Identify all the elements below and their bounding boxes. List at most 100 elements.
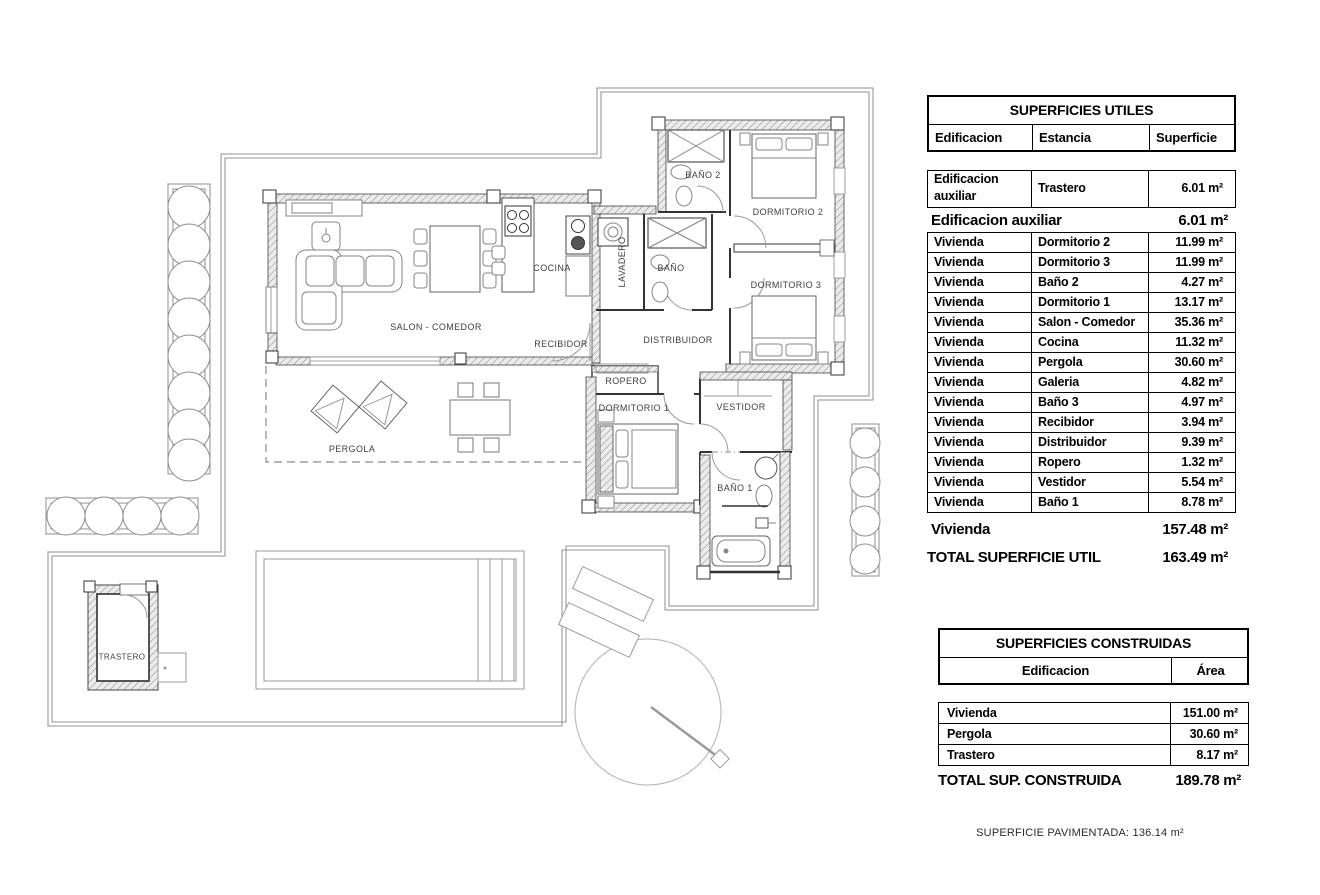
cell-estancia: Dormitorio 1 (1031, 293, 1148, 312)
cell-estancia: Vestidor (1031, 473, 1148, 492)
cell-edificacion: Vivienda (934, 275, 984, 289)
trastero-building (83, 580, 187, 691)
cell-edificacion: Vivienda (934, 315, 984, 329)
cell-edificacion: Vivienda (934, 415, 984, 429)
room-label-dormitorio-3: DORMITORIO 3 (750, 280, 822, 290)
cell-edificacion: Vivienda (934, 335, 984, 349)
table-row: Edificacion auxiliar Trastero 6.01 m² (927, 170, 1236, 208)
cell-estancia: Recibidor (1031, 413, 1148, 432)
cell-estancia: Trastero (1031, 171, 1148, 207)
cell-edificacion: Pergola (947, 727, 992, 741)
pergola-area (265, 366, 592, 463)
cell-estancia: Ropero (1031, 453, 1148, 472)
room-label-recibidor: RECIBIDOR (534, 339, 588, 349)
cell-edificacion: Vivienda (934, 375, 984, 389)
cell-estancia: Distribuidor (1031, 433, 1148, 452)
cell-superficie: 8.78 m² (1148, 493, 1235, 512)
door-arcs (551, 185, 767, 481)
utiles-total-value: 163.49 m² (1162, 549, 1228, 566)
aux-summary-value: 6.01 m² (1178, 212, 1228, 229)
cell-superficie: 5.54 m² (1148, 473, 1235, 492)
cell-estancia: Baño 2 (1031, 273, 1148, 292)
round-terrace (574, 638, 730, 786)
room-label-ropero: ROPERO (605, 376, 647, 386)
cell-edificacion: Vivienda (934, 455, 984, 469)
cell-edificacion: Vivienda (947, 706, 997, 720)
room-label-vestidor: VESTIDOR (716, 402, 766, 412)
sunbeds (557, 565, 655, 659)
room-label-bano-1: BAÑO 1 (717, 483, 753, 493)
col-area: Área (1171, 658, 1249, 683)
room-label-bano: BAÑO (657, 263, 685, 273)
cell-superficie: 3.94 m² (1148, 413, 1235, 432)
utiles-header: SUPERFICIES UTILES Edificacion Estancia … (927, 95, 1236, 152)
utiles-total-label: TOTAL SUPERFICIE UTIL (927, 549, 1101, 566)
col-edificacion: Edificacion (935, 130, 1003, 145)
vivienda-summary-value: 157.48 m² (1162, 521, 1228, 538)
room-label-trastero: TRASTERO (98, 652, 146, 662)
col-edificacion: Edificacion (1021, 663, 1090, 678)
cell-edificacion: Vivienda (934, 395, 984, 409)
superficies-construidas-table: SUPERFICIES CONSTRUIDAS Edificacion Área… (938, 628, 1249, 793)
cell-edificacion: Trastero (947, 748, 995, 762)
plot-boundary (47, 87, 874, 727)
cell-edificacion: Vivienda (934, 295, 984, 309)
cell-estancia: Salon - Comedor (1031, 313, 1148, 332)
col-estancia: Estancia (1032, 125, 1149, 150)
pool (255, 550, 525, 690)
room-label-dormitorio-2: DORMITORIO 2 (752, 207, 824, 217)
room-label-lavadero: LAVADERO (617, 236, 627, 288)
cell-edificacion: Vivienda (934, 355, 984, 369)
construidas-header: SUPERFICIES CONSTRUIDAS Edificacion Área (938, 628, 1249, 685)
construidas-total-label: TOTAL SUP. CONSTRUIDA (938, 772, 1122, 789)
room-label-bano-2: BAÑO 2 (685, 170, 721, 180)
room-label-cocina: COCINA (533, 263, 571, 273)
cell-estancia: Cocina (1031, 333, 1148, 352)
cell-superficie: 6.01 m² (1148, 171, 1235, 207)
construidas-total-row: TOTAL SUP. CONSTRUIDA 189.78 m² (938, 768, 1249, 793)
tree-row-left (167, 183, 211, 482)
cell-superficie: 11.32 m² (1148, 333, 1235, 352)
cell-edificacion: Vivienda (934, 235, 984, 249)
cell-superficie: 11.99 m² (1148, 233, 1235, 252)
aux-summary-row: Edificacion auxiliar 6.01 m² (927, 208, 1236, 233)
cell-estancia: Dormitorio 2 (1031, 233, 1148, 252)
cell-superficie: 1.32 m² (1148, 453, 1235, 472)
room-label-dormitorio-1: DORMITORIO 1 (598, 403, 670, 413)
cell-superficie: 30.60 m² (1148, 353, 1235, 372)
house-walls (262, 116, 846, 580)
cell-area: 30.60 m² (1170, 724, 1248, 744)
cell-superficie: 11.99 m² (1148, 253, 1235, 272)
cell-superficie: 4.27 m² (1148, 273, 1235, 292)
cell-estancia: Pergola (1031, 353, 1148, 372)
room-label-distribuidor: DISTRIBUIDOR (643, 335, 713, 345)
cell-estancia: Baño 3 (1031, 393, 1148, 412)
utiles-total-row: TOTAL SUPERFICIE UTIL 163.49 m² (927, 545, 1236, 570)
construidas-total-value: 189.78 m² (1175, 772, 1241, 789)
table-row: Pergola 30.60 m² (938, 723, 1249, 745)
room-label-pergola: PERGOLA (328, 444, 376, 454)
construidas-title: SUPERFICIES CONSTRUIDAS (940, 630, 1247, 658)
paved-surface-note: SUPERFICIE PAVIMENTADA: 136.14 m² (976, 827, 1184, 839)
tree-row-right (849, 423, 881, 577)
cell-superficie: 9.39 m² (1148, 433, 1235, 452)
cell-superficie: 4.97 m² (1148, 393, 1235, 412)
cell-estancia: Baño 1 (1031, 493, 1148, 512)
superficies-utiles-table: SUPERFICIES UTILES Edificacion Estancia … (927, 95, 1236, 570)
utiles-title: SUPERFICIES UTILES (929, 97, 1234, 125)
cell-superficie: 35.36 m² (1148, 313, 1235, 332)
cell-edificacion: Vivienda (934, 255, 984, 269)
vivienda-summary-row: Vivienda 157.48 m² (927, 517, 1236, 542)
